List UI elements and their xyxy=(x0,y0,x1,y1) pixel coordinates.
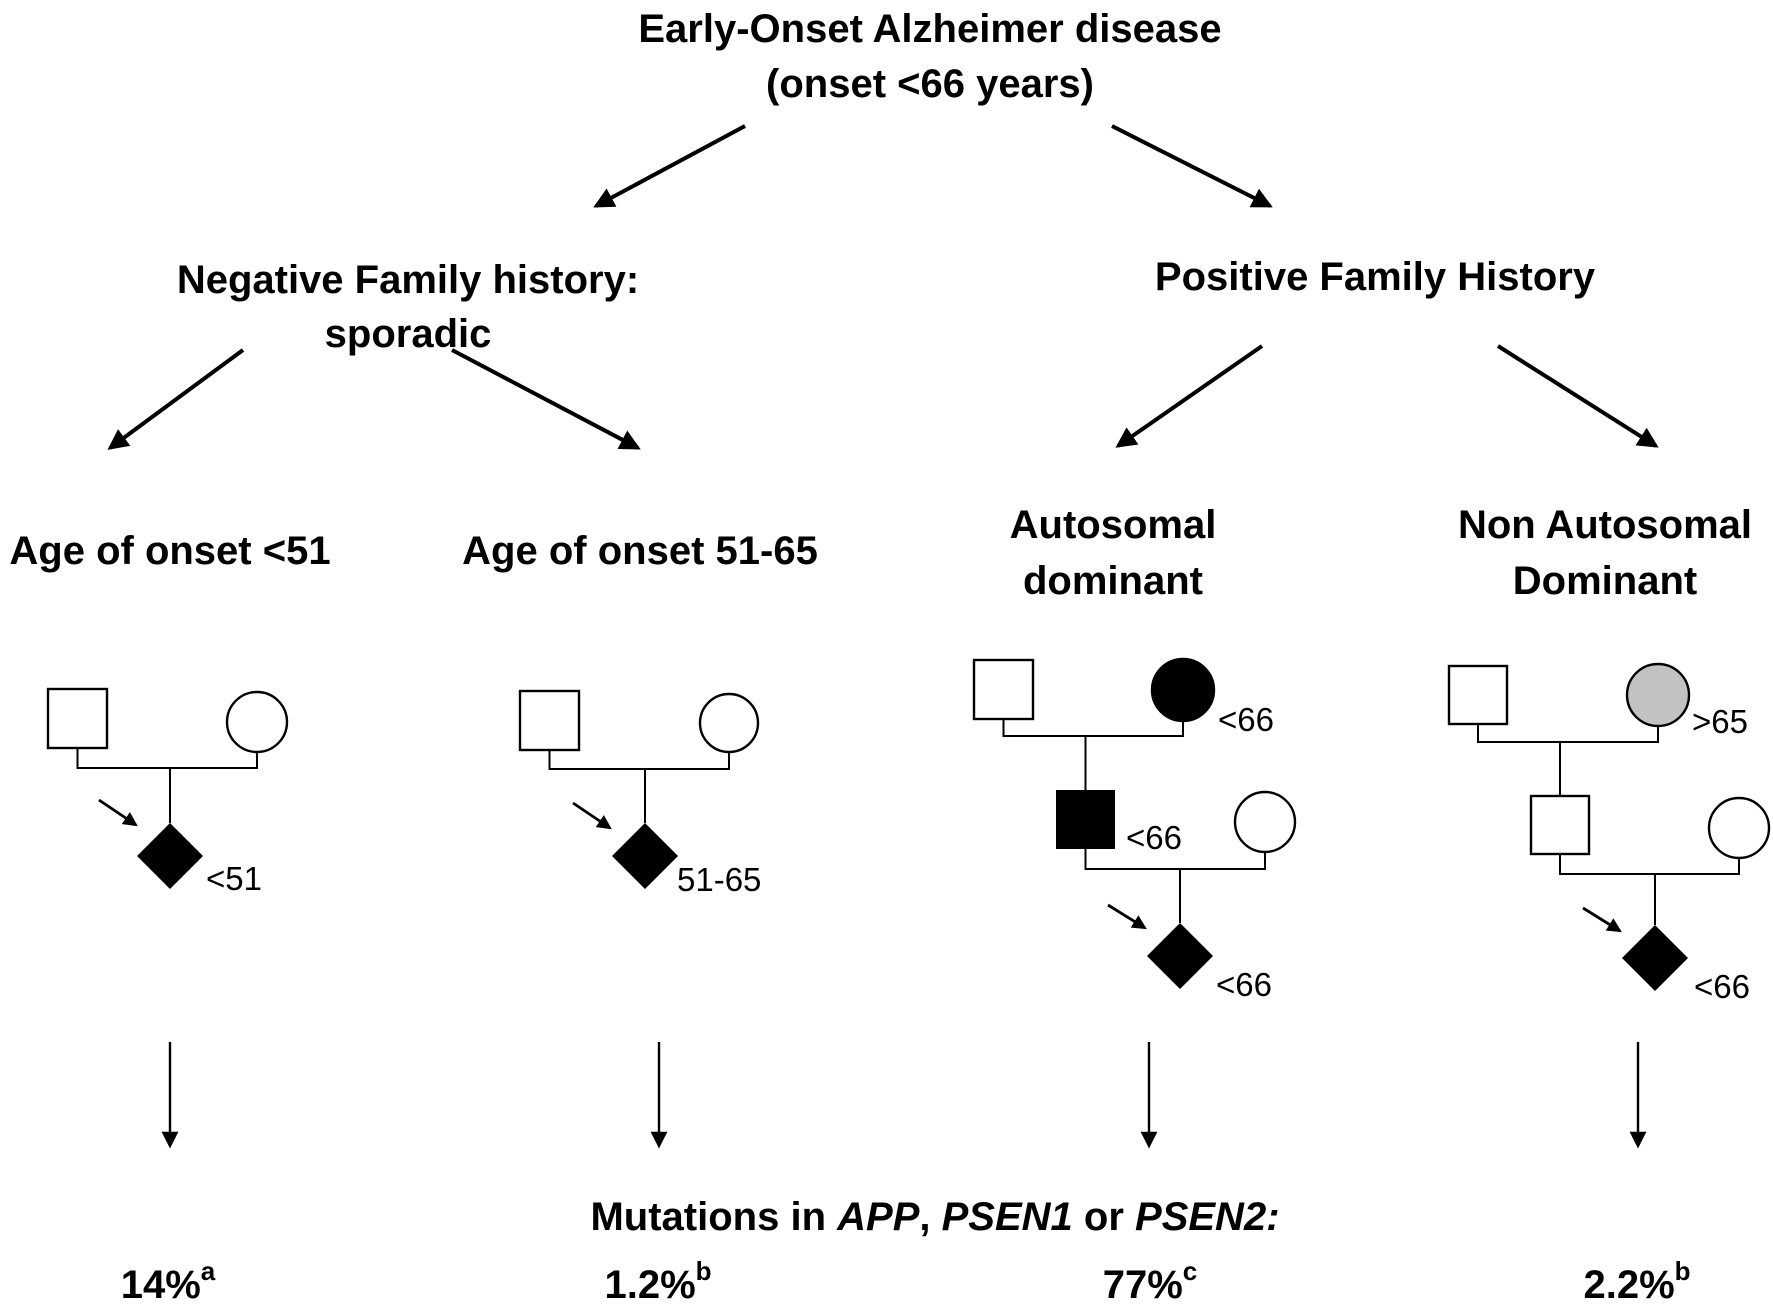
proband-pointer-arrow-icon xyxy=(98,798,138,827)
late-onset-grandmother-age-label: >65 xyxy=(1692,703,1748,740)
unaffected-mother-circle xyxy=(225,690,289,754)
arrow-title-to-negative-icon xyxy=(593,124,746,208)
positive-family-history-label: Positive Family History xyxy=(1154,255,1596,299)
unaffected-grandfather-square xyxy=(972,658,1035,721)
autosomal-dominant-line1: Autosomal xyxy=(1009,503,1217,547)
percent-footnote: c xyxy=(1182,1256,1198,1286)
result-percent-lt51: 14%a xyxy=(18,1256,318,1308)
arrow-positive-to-autosomal-icon xyxy=(1115,344,1264,448)
mutations-separator2: or xyxy=(1072,1195,1136,1239)
proband-age-label: 51-65 xyxy=(677,861,761,898)
unaffected-mother-circle xyxy=(1233,790,1297,854)
late-onset-grandmother-circle xyxy=(1625,662,1691,728)
unaffected-mother-circle xyxy=(1707,796,1771,860)
autosomal-dominant-line2: dominant xyxy=(1023,559,1203,603)
non-autosomal-dominant-line2: Dominant xyxy=(1512,559,1698,603)
affected-proband-diamond xyxy=(1147,923,1213,989)
unaffected-father-square xyxy=(518,689,581,752)
unaffected-father-square xyxy=(1529,794,1591,856)
percent-value: 77% xyxy=(1102,1263,1183,1307)
unaffected-grandfather-square xyxy=(1447,664,1509,726)
proband-age-label: <66 xyxy=(1216,966,1272,1003)
affected-proband-diamond xyxy=(1622,925,1688,991)
couple-line-gen2 xyxy=(1559,854,1740,875)
affected-grandmother-circle xyxy=(1150,657,1216,723)
pedigree-sporadic-lt51: <51 xyxy=(46,687,289,897)
couple-line xyxy=(76,748,258,769)
column-header-onset-51-65: Age of onset 51-65 xyxy=(450,524,830,579)
unaffected-father-square xyxy=(46,687,109,750)
column-header-autosomal-dominant: Autosomal dominant xyxy=(963,497,1263,609)
arrow-title-to-positive-icon xyxy=(1111,124,1273,208)
affected-father-square xyxy=(1056,790,1115,849)
percent-footnote: a xyxy=(200,1256,216,1286)
proband-pointer-arrow-icon xyxy=(1107,903,1147,930)
percent-footnote: b xyxy=(1674,1256,1691,1286)
percent-value: 2.2% xyxy=(1583,1263,1675,1307)
pedigree-sporadic-51-65: 51-65 xyxy=(518,689,761,898)
column-header-onset-51-65-label: Age of onset 51-65 xyxy=(462,529,818,573)
couple-line-gen1 xyxy=(1477,724,1659,743)
negative-family-history-line1: Negative Family history: xyxy=(176,258,640,302)
affected-father-age-label: <66 xyxy=(1126,819,1182,856)
column-header-onset-lt51-label: Age of onset <51 xyxy=(9,529,331,573)
result-percent-non-autosomal: 2.2%b xyxy=(1487,1256,1773,1308)
couple-line-gen2 xyxy=(1084,848,1266,870)
affected-grandmother-age-label: <66 xyxy=(1218,701,1274,738)
arrow-negative-to-lt51-icon xyxy=(107,348,245,450)
proband-age-label: <51 xyxy=(206,860,262,897)
non-autosomal-dominant-line1: Non Autosomal xyxy=(1457,503,1753,547)
proband-age-label: <66 xyxy=(1694,968,1750,1005)
proband-pointer-arrow-icon xyxy=(1582,906,1622,933)
node-negative-family-history: Negative Family history: sporadic xyxy=(108,253,708,361)
figure-title: Early-Onset Alzheimer disease (onset <66… xyxy=(530,2,1330,112)
pedigree-autosomal-dominant: <66 <66 <66 xyxy=(972,657,1297,1003)
mutations-separator1: , xyxy=(919,1195,942,1239)
proband-pointer-arrow-icon xyxy=(572,801,612,830)
gene-app: APP xyxy=(837,1195,920,1239)
affected-proband-diamond xyxy=(612,823,678,889)
unaffected-mother-circle xyxy=(698,692,760,754)
percent-value: 1.2% xyxy=(604,1263,696,1307)
node-positive-family-history: Positive Family History xyxy=(1075,250,1675,305)
column-header-onset-lt51: Age of onset <51 xyxy=(0,524,340,579)
negative-family-history-line2: sporadic xyxy=(324,312,492,356)
affected-proband-diamond xyxy=(137,823,203,889)
mutations-prefix: Mutations in xyxy=(590,1195,838,1239)
couple-line-gen1 xyxy=(1002,719,1184,737)
percent-value: 14% xyxy=(120,1263,201,1307)
pedigree-non-autosomal-dominant: >65 <66 xyxy=(1447,662,1771,1005)
figure-title-line1: Early-Onset Alzheimer disease xyxy=(638,7,1222,51)
percent-footnote: b xyxy=(695,1256,712,1286)
column-header-non-autosomal-dominant: Non Autosomal Dominant xyxy=(1455,497,1755,609)
result-percent-autosomal: 77%c xyxy=(1000,1256,1300,1308)
result-percent-51-65: 1.2%b xyxy=(508,1256,808,1308)
arrow-positive-to-non-autosomal-icon xyxy=(1496,344,1659,448)
mutations-caption: Mutations in APP, PSEN1 or PSEN2: xyxy=(535,1190,1335,1245)
figure-title-line2: (onset <66 years) xyxy=(766,62,1094,106)
gene-psen2: PSEN2: xyxy=(1135,1195,1280,1239)
gene-psen1: PSEN1 xyxy=(941,1195,1073,1239)
couple-line xyxy=(548,750,730,770)
arrow-negative-to-51-65-icon xyxy=(451,348,641,450)
